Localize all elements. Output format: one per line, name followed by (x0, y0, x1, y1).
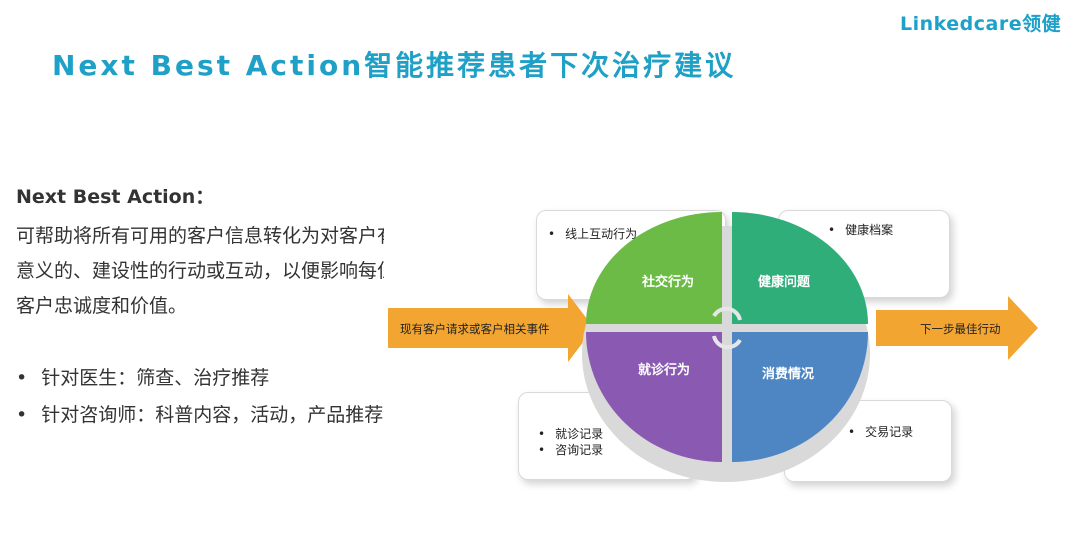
bullet-item: 针对医生：筛查、治疗推荐 (16, 360, 384, 397)
quadrant-visit (586, 332, 722, 462)
paragraph-line: 可帮助将所有可用的客户信息转化为对客户有 (16, 225, 384, 247)
card-text-health-record: •健康档案 (828, 223, 894, 237)
brand-logo: Linkedcare领健 (900, 13, 1062, 35)
input-arrow (388, 294, 594, 362)
quadrant-label-visit: 就诊行为 (638, 362, 690, 378)
output-arrow (876, 296, 1038, 360)
card-text-online: •线上互动行为 (548, 227, 638, 241)
output-arrow-label: 下一步最佳行动 (920, 322, 1001, 336)
cycle-graphic: 现有客户请求或客户相关事件 下一步最佳行动 社交行为 健康问题 就诊行为 消费情… (388, 212, 1038, 482)
bullet-item: 针对咨询师：科普内容，活动，产品推荐 (16, 397, 384, 434)
description-panel: Next Best Action： 可帮助将所有可用的客户信息转化为对客户有 意… (16, 182, 384, 450)
card-text-transactions: •交易记录 (848, 425, 914, 439)
quadrant-social (586, 212, 722, 324)
quadrant-consume (732, 332, 868, 462)
card-text-visit: •就诊记录 •咨询记录 (538, 427, 604, 457)
quadrant-label-social: 社交行为 (641, 274, 694, 290)
cycle-icon (712, 306, 742, 350)
paragraph-line: 意义的、建设性的行动或互动，以便影响每位 (16, 260, 384, 282)
quadrant-label-consume: 消费情况 (762, 366, 814, 382)
quadrant-health (732, 212, 868, 324)
bullet-list: 针对医生：筛查、治疗推荐 针对咨询师：科普内容，活动，产品推荐 (16, 360, 384, 434)
paragraph-line: 客户忠诚度和价值。 (16, 295, 188, 317)
nba-diagram: •线上互动行为 •健康档案 •就诊记录 •咨询记录 •交易记录 现有客户请求或客… (386, 204, 1050, 496)
input-arrow-label: 现有客户请求或客户相关事件 (400, 322, 550, 336)
page-title: Next Best Action智能推荐患者下次治疗建议 (52, 49, 737, 82)
description-paragraph: 可帮助将所有可用的客户信息转化为对客户有 意义的、建设性的行动或互动，以便影响每… (16, 219, 384, 324)
section-heading: Next Best Action： (16, 186, 215, 208)
quadrant-label-health: 健康问题 (758, 274, 811, 290)
